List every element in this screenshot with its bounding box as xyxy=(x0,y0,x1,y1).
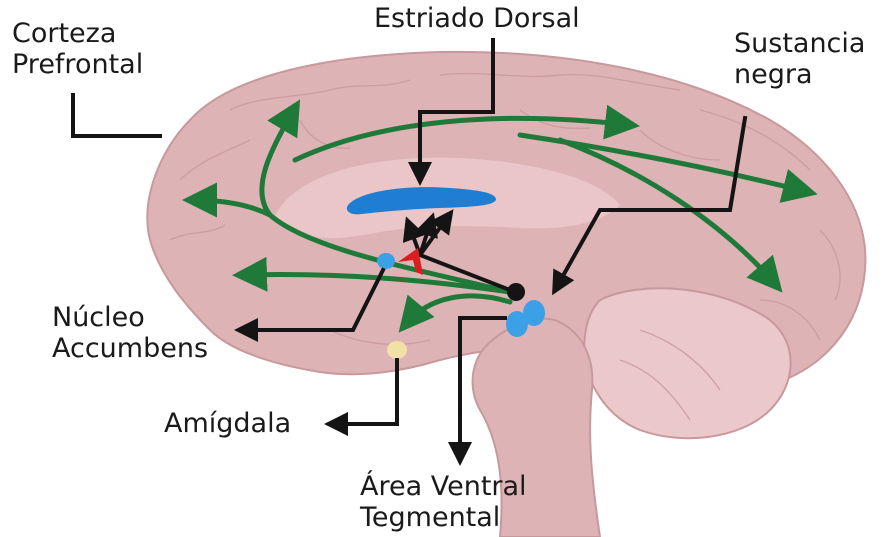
label-area-ventral-tegmental: Área Ventral Tegmental xyxy=(360,471,527,533)
label-corteza-prefrontal: Corteza Prefrontal xyxy=(12,18,143,80)
amygdala-dot xyxy=(387,341,407,359)
leader-corteza-prefrontal xyxy=(73,95,160,136)
substantia-nigra-dot xyxy=(507,283,525,301)
brain-silhouette xyxy=(147,52,865,537)
label-sustancia-negra: Sustancia negra xyxy=(734,28,865,90)
vta-dot-right xyxy=(523,300,545,326)
nucleus-accumbens-dot xyxy=(377,253,395,269)
label-estriado-dorsal: Estriado Dorsal xyxy=(374,3,580,34)
label-nucleo-accumbens: Núcleo Accumbens xyxy=(52,302,208,364)
label-amigdala: Amígdala xyxy=(164,408,291,439)
